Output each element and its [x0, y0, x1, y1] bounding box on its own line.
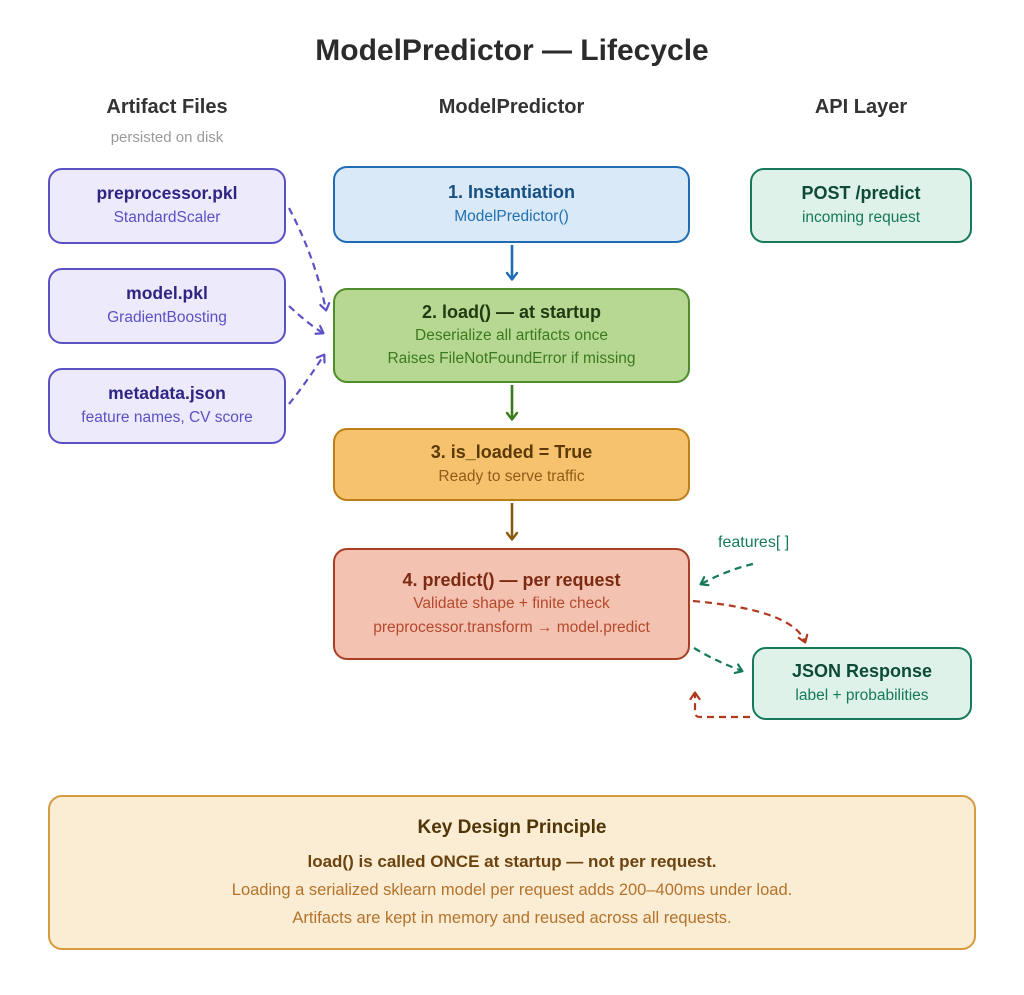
artifact-title: preprocessor.pkl	[96, 183, 238, 204]
column-header-modelpredictor: ModelPredictor	[438, 96, 585, 118]
api-title: JSON Response	[791, 660, 933, 681]
step-title: 2. load() — at startup	[421, 302, 601, 323]
artifact-title: model.pkl	[126, 283, 208, 304]
artifact-box-metadata-json: metadata.json feature names, CV score	[48, 368, 286, 444]
arrow-metadata-to-load	[288, 353, 326, 405]
step-line: preprocessor.transform → model.predict	[373, 619, 650, 637]
api-box-post-predict: POST /predict incoming request	[750, 168, 972, 243]
step-title: 4. predict() — per request	[402, 569, 621, 590]
step-box-instantiation: 1. Instantiation ModelPredictor()	[333, 166, 690, 243]
column-header-api-layer: API Layer	[814, 96, 908, 118]
step-box-predict-per-request: 4. predict() — per request Validate shap…	[333, 548, 690, 660]
page-title: ModelPredictor — Lifecycle	[315, 34, 709, 67]
api-subtitle: incoming request	[801, 209, 921, 227]
step-line: Ready to serve traffic	[438, 468, 585, 486]
step-line: Validate shape + finite check	[413, 595, 610, 613]
key-principle-bold-line: load() is called ONCE at startup — not p…	[307, 852, 717, 871]
key-principle-line: Loading a serialized sklearn model per r…	[231, 881, 793, 899]
arrow-preprocessor-to-load	[288, 207, 331, 312]
step-line: Deserialize all artifacts once	[415, 326, 608, 344]
arrow-predict-to-json-response-left	[693, 647, 744, 675]
artifact-title: metadata.json	[108, 383, 226, 404]
step-line: Raises FileNotFoundError if missing	[387, 349, 636, 367]
key-principle-title: Key Design Principle	[417, 817, 607, 838]
api-title: POST /predict	[801, 182, 921, 203]
arrow-json-response-return	[689, 691, 750, 719]
step-box-load-at-startup: 2. load() — at startup Deserialize all a…	[333, 288, 690, 383]
features-array-label: features[ ]	[718, 534, 790, 551]
key-principle-line: Artifacts are kept in memory and reused …	[292, 909, 732, 927]
artifact-box-preprocessor-pkl: preprocessor.pkl StandardScaler	[48, 168, 286, 244]
arrow-model-to-load	[288, 305, 325, 335]
api-box-json-response: JSON Response label + probabilities	[752, 647, 972, 720]
step-title: 3. is_loaded = True	[430, 441, 593, 462]
api-subtitle: label + probabilities	[795, 687, 929, 705]
artifact-subtitle: feature names, CV score	[81, 409, 253, 427]
column-header-artifact-files: Artifact Files	[106, 96, 228, 118]
artifact-box-model-pkl: model.pkl GradientBoosting	[48, 268, 286, 344]
arrow-features-to-predict	[699, 562, 754, 587]
step-line: ModelPredictor()	[454, 208, 569, 226]
step-title: 1. Instantiation	[447, 181, 575, 202]
column-subheader-persisted-on-disk: persisted on disk	[110, 129, 224, 146]
artifact-subtitle: GradientBoosting	[107, 309, 227, 327]
arrow-predict-to-json-response-top	[692, 599, 809, 644]
step-box-is-loaded-true: 3. is_loaded = True Ready to serve traff…	[333, 428, 690, 501]
artifact-subtitle: StandardScaler	[113, 209, 221, 227]
key-design-principle-box: Key Design Principle load() is called ON…	[48, 795, 976, 950]
